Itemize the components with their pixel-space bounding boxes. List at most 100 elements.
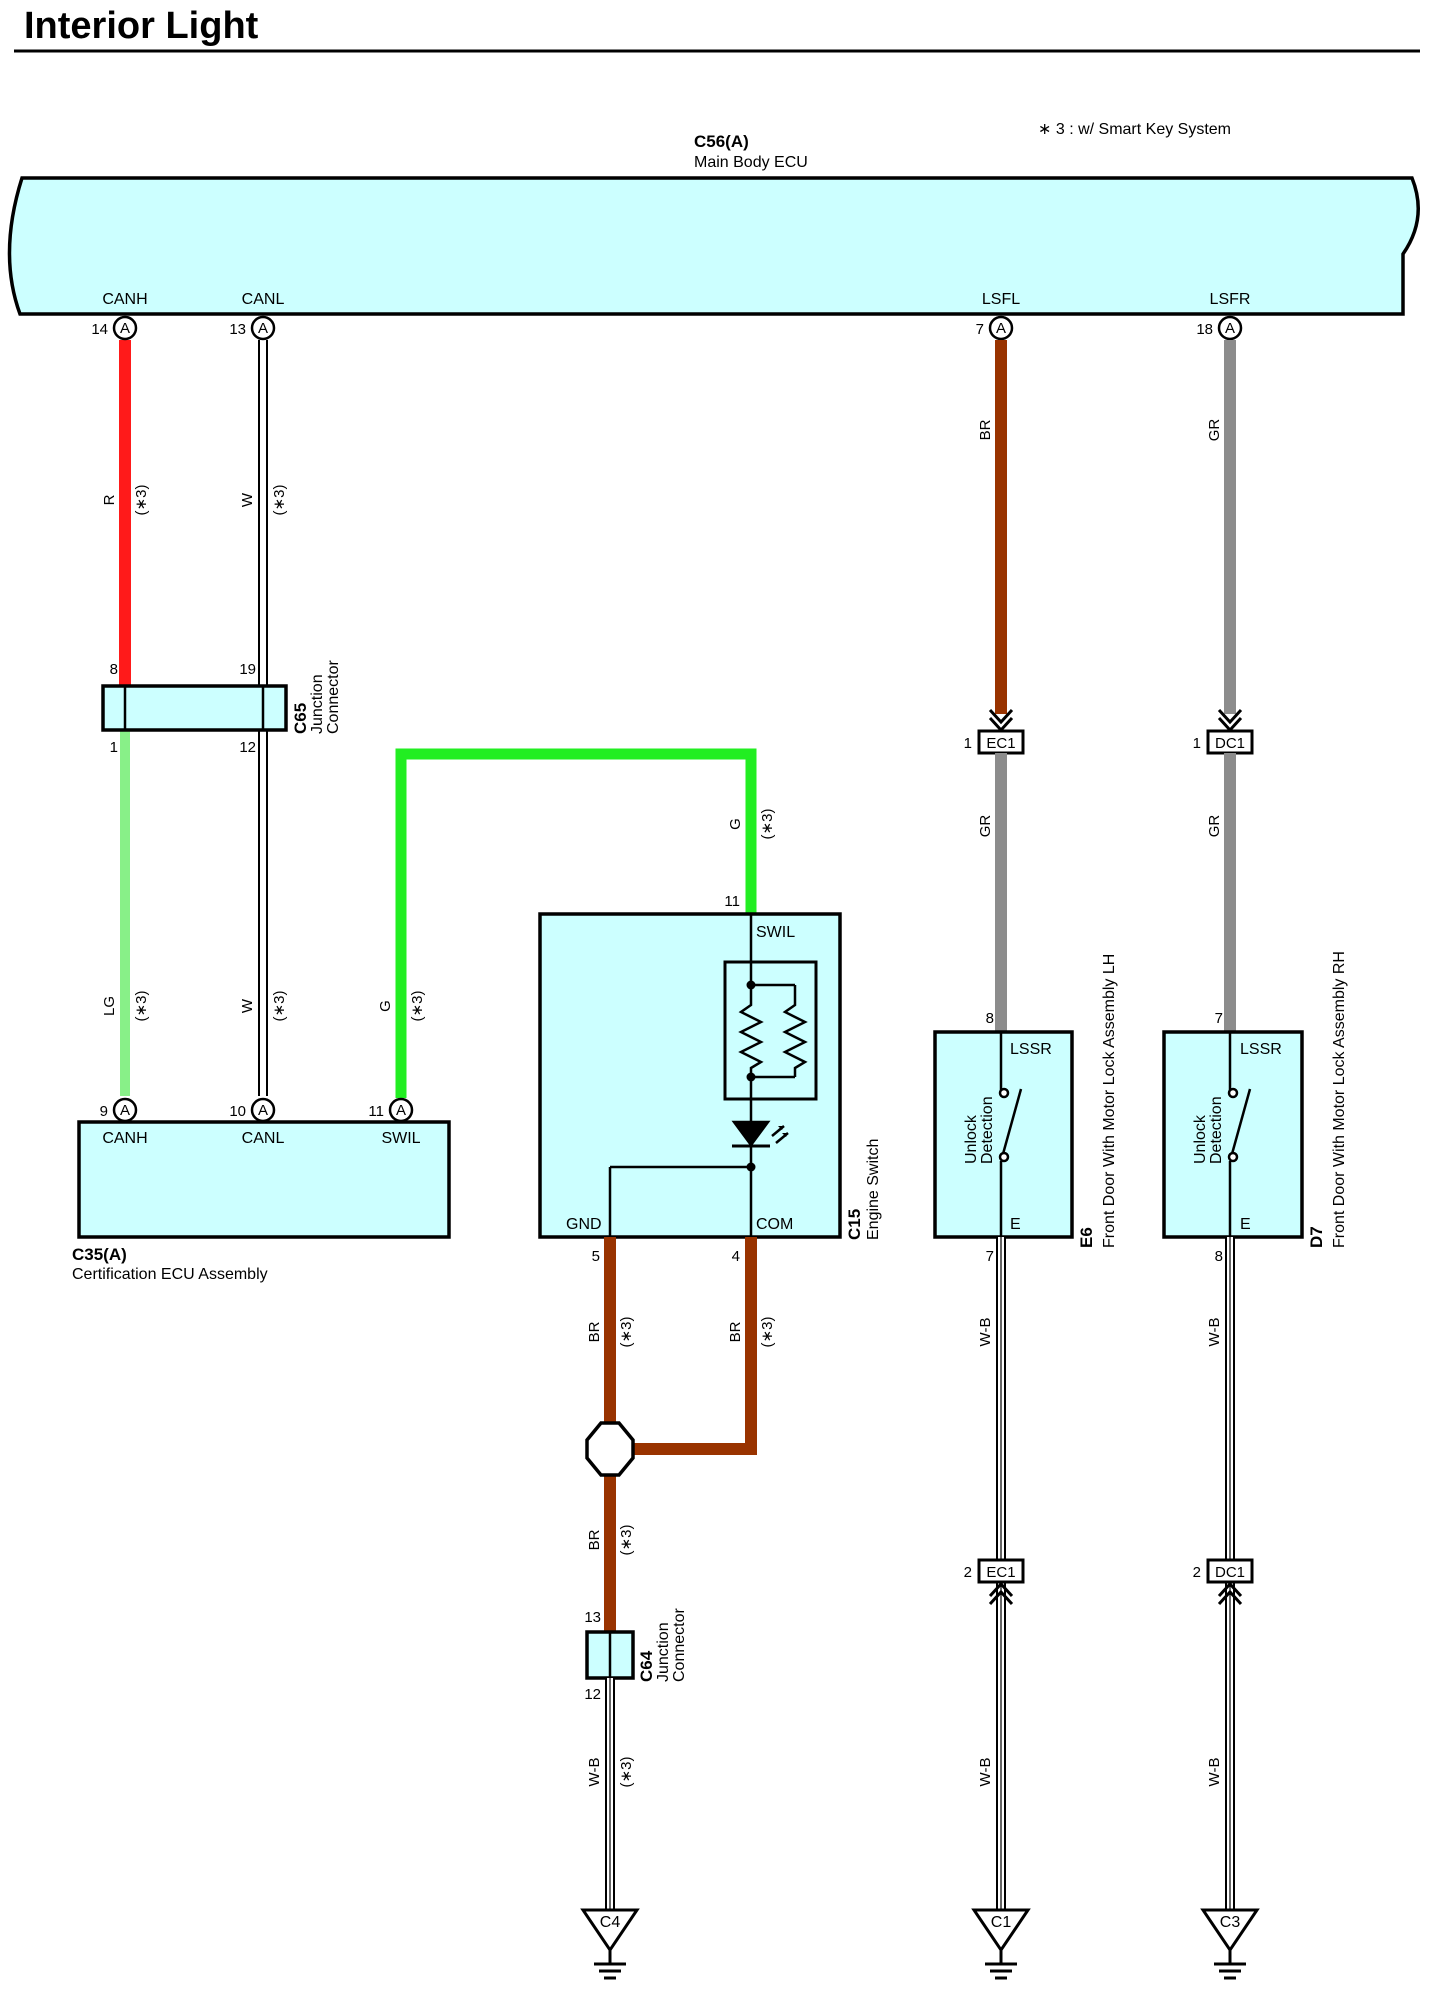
engine-switch-pin-4: 4 [732,1248,740,1265]
door-lh-terminal-e: E [1010,1216,1021,1233]
door-rh-name: Front Door With Motor Lock Assembly RH [1331,951,1348,1248]
junction-dot [746,1072,756,1082]
c65-pin-12: 12 [239,739,256,756]
connector-arrow-icon [1217,1581,1243,1606]
wire-label-lsfr-mid: GR [1206,815,1223,838]
svg-text:7: 7 [976,321,984,338]
wire-label-splice-down: BR [586,1529,603,1550]
cert-terminal-canl: CANL [242,1130,285,1147]
cert-pin-11: A 11 [368,1097,414,1123]
dc1-pin-2: 2 [1193,1564,1201,1581]
door-rh-switch-label-2: Detection [1208,1096,1225,1164]
ecu-pin-18: A 18 [1196,315,1243,341]
splice-point [585,1421,635,1477]
c64-name-line1: Junction [655,1622,672,1682]
wire-note-gnd: (∗3) [618,1317,635,1348]
engine-switch-terminal-com: COM [756,1216,793,1233]
c64-pin-13: 13 [584,1609,601,1626]
wire-note-swil-right: (∗3) [759,809,776,840]
door-rh-code: D7 [1307,1226,1326,1248]
ground-icon [1200,1908,1260,1980]
dc1-pin-1: 1 [1193,735,1201,752]
dc1-label-top: DC1 [1215,735,1245,752]
cert-ecu-code: C35(A) [72,1245,127,1264]
main-body-ecu-box [7,176,1420,316]
c65-pin-19: 19 [239,661,256,678]
wire-label-canl-lower: W [239,998,256,1013]
door-rh-terminal-lssr: LSSR [1240,1041,1282,1058]
wire-note-canl-upper: (∗3) [271,485,288,516]
engine-switch-terminal-swil: SWIL [756,924,795,941]
svg-text:A: A [996,320,1006,337]
wire-label-lsfr-bottom-b: W-B [1206,1758,1223,1787]
c65-code: C65 [291,703,310,734]
c64-pin-12: 12 [584,1686,601,1703]
door-rh-box [1162,1030,1304,1239]
engine-switch-pin-5: 5 [592,1248,600,1265]
cert-ecu-name: Certification ECU Assembly [72,1266,268,1283]
junction-c65-box [101,684,288,732]
svg-text:18: 18 [1196,321,1213,338]
ec1-label-top: EC1 [986,735,1015,752]
wire-label-canl-upper: W [239,492,256,507]
door-lh-code: E6 [1077,1227,1096,1248]
svg-text:9: 9 [100,1103,108,1120]
wire-label-lsfl-bottom-a: W-B [977,1318,994,1347]
door-rh-switch-label-1: Unlock [1192,1114,1209,1164]
door-rh-pin-7: 7 [1215,1010,1223,1027]
svg-text:14: 14 [91,321,108,338]
svg-text:A: A [1225,320,1235,337]
ecu-terminal-canh: CANH [102,291,147,308]
ec1-pin-2: 2 [964,1564,972,1581]
c64-code: C64 [637,1650,656,1682]
wire-note-canh-lower: (∗3) [133,991,150,1022]
ecu-terminal-lsfr: LSFR [1210,291,1251,308]
c65-name-line2: Connector [325,660,342,734]
cert-terminal-canh: CANH [102,1130,147,1147]
ecu-pin-7: A 7 [976,315,1014,341]
wire-label-lsfl-mid: GR [977,815,994,838]
ec1-label-bottom: EC1 [986,1564,1015,1581]
ground-icon [971,1908,1031,1980]
cert-pin-10: A 10 [229,1097,276,1123]
cert-pin-9: A 9 [100,1097,138,1123]
wire-note-com: (∗3) [759,1317,776,1348]
wire-label-canh-upper: R [101,494,118,505]
door-lh-switch-label-2: Detection [979,1096,996,1164]
ecu-pin-13: A 13 [229,315,276,341]
svg-text:A: A [258,320,268,337]
door-lh-terminal-lssr: LSSR [1010,1041,1052,1058]
wire-swil [395,748,757,1098]
svg-text:A: A [258,1102,268,1119]
wire-note-c64-down: (∗3) [618,1757,635,1788]
connector-arrow-icon [988,1581,1014,1606]
wire-note-swil-left: (∗3) [409,991,426,1022]
engine-switch-internal-circuit [608,914,818,1237]
c65-name-line1: Junction [309,674,326,734]
engine-switch-box [538,912,842,1239]
wire-label-canh-lower: LG [101,996,118,1016]
certification-ecu-box [77,1120,451,1239]
door-lh-switch-label-1: Unlock [963,1114,980,1164]
led-light-icon [778,1126,788,1137]
ground-label-c4: C4 [600,1914,621,1931]
svg-text:A: A [120,320,130,337]
svg-text:13: 13 [229,321,246,338]
ecu-terminal-canl: CANL [242,291,285,308]
door-rh-switch-icon [1227,1032,1252,1237]
dc1-label-bottom: DC1 [1215,1564,1245,1581]
door-lh-box [933,1030,1074,1239]
engine-switch-pin-11: 11 [724,893,740,910]
junction-dot [746,980,756,990]
ecu-pin-14: A 14 [91,315,138,341]
wire-com [630,1237,757,1455]
engine-switch-code: C15 [845,1209,864,1240]
ground-icon [580,1908,640,1980]
door-rh-pin-8: 8 [1215,1248,1223,1265]
engine-switch-name: Engine Switch [865,1139,882,1240]
wire-note-canl-lower: (∗3) [271,991,288,1022]
main-body-ecu-code: C56(A) [694,132,749,151]
wire-label-com: BR [727,1321,744,1342]
c65-pin-1: 1 [110,739,118,756]
